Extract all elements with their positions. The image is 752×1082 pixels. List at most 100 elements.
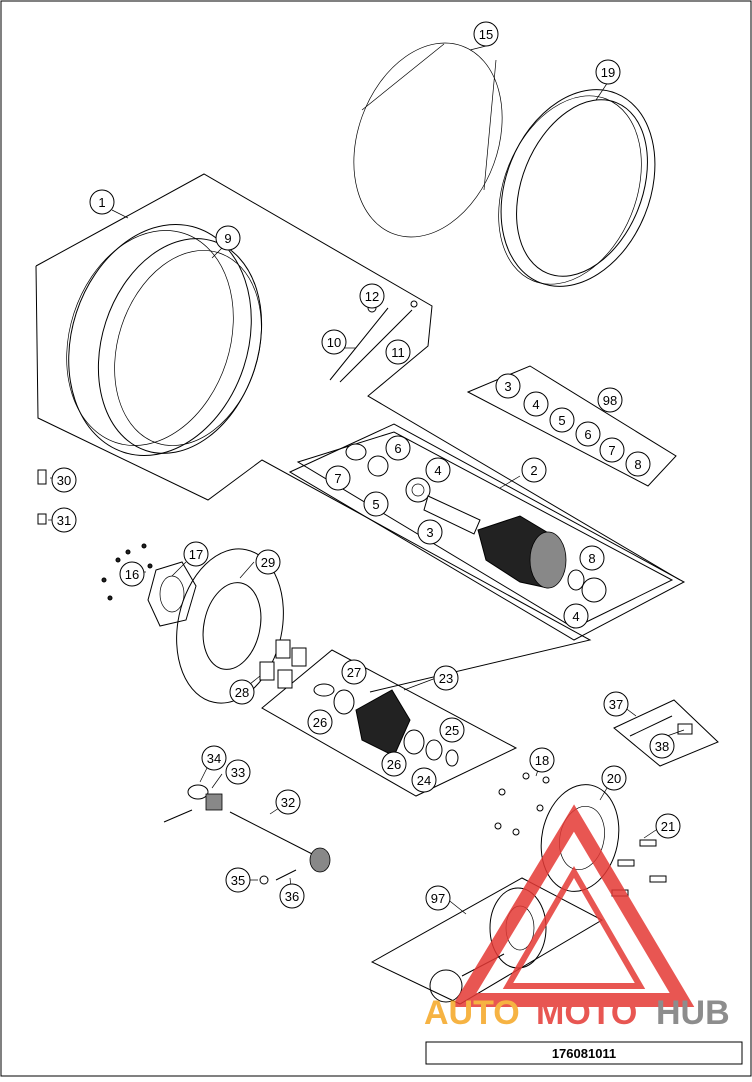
tube-part [353, 42, 503, 238]
callout-19: 19 [595, 59, 621, 85]
callout-18: 18 [529, 747, 555, 773]
svg-text:24: 24 [417, 773, 431, 788]
svg-text:34: 34 [207, 751, 221, 766]
sprocket-carrier-part [313, 683, 459, 767]
svg-text:2: 2 [530, 463, 537, 478]
callout-25: 25 [439, 717, 465, 743]
callout-24: 24 [411, 767, 437, 793]
svg-text:7: 7 [334, 471, 341, 486]
callout-23: 23 [433, 665, 459, 691]
callout-4-kit: 4 [523, 391, 549, 417]
svg-text:8: 8 [588, 551, 595, 566]
svg-text:35: 35 [231, 873, 245, 888]
callout-26-right: 26 [381, 751, 407, 777]
callout-8-kit: 8 [625, 451, 651, 477]
svg-text:21: 21 [661, 819, 675, 834]
svg-text:19: 19 [601, 65, 615, 80]
watermark-logo: AUTO MOTO HUB [424, 804, 730, 1032]
wheel-axle-part [229, 811, 331, 873]
svg-text:38: 38 [655, 739, 669, 754]
svg-text:98: 98 [603, 393, 617, 408]
group-23-outline [261, 649, 518, 797]
svg-text:16: 16 [125, 567, 139, 582]
callout-9: 9 [215, 225, 241, 251]
diagram-number-box [425, 1041, 743, 1065]
callout-6: 6 [385, 435, 411, 461]
svg-text:11: 11 [391, 345, 405, 360]
callout-3-kit: 3 [495, 373, 521, 399]
callout-17: 17 [183, 541, 209, 567]
valve-bolt-part [37, 469, 47, 525]
svg-text:29: 29 [261, 555, 275, 570]
callout-11: 11 [385, 339, 411, 365]
svg-text:37: 37 [609, 697, 623, 712]
svg-text:1: 1 [98, 195, 105, 210]
callout-10: 10 [321, 329, 347, 355]
svg-text:26: 26 [387, 757, 401, 772]
svg-text:26: 26 [313, 715, 327, 730]
callout-27: 27 [341, 659, 367, 685]
callout-12: 12 [359, 283, 385, 309]
svg-text:6: 6 [394, 441, 401, 456]
chain-part [629, 715, 693, 737]
svg-text:23: 23 [439, 671, 453, 686]
watermark-triangle [451, 804, 695, 1007]
callout-15: 15 [473, 21, 499, 47]
group-1-outline [35, 173, 681, 693]
callout-20: 20 [601, 765, 627, 791]
callout-26-left: 26 [307, 709, 333, 735]
svg-text:5: 5 [558, 413, 565, 428]
svg-text:3: 3 [504, 379, 511, 394]
svg-text:31: 31 [57, 513, 71, 528]
watermark-text-hub: HUB [656, 994, 730, 1032]
svg-text:33: 33 [231, 765, 245, 780]
svg-text:18: 18 [535, 753, 549, 768]
svg-text:28: 28 [235, 685, 249, 700]
svg-text:5: 5 [372, 497, 379, 512]
leader-lines [48, 45, 685, 915]
svg-text:7: 7 [608, 443, 615, 458]
callout-33: 33 [225, 759, 251, 785]
callout-36: 36 [279, 883, 305, 909]
svg-text:6: 6 [584, 427, 591, 442]
watermark-text-moto: MOTO [536, 994, 637, 1032]
svg-text:17: 17 [189, 547, 203, 562]
svg-text:30: 30 [57, 473, 71, 488]
callout-7-kit: 7 [599, 437, 625, 463]
svg-text:9: 9 [224, 231, 231, 246]
callout-28: 28 [229, 679, 255, 705]
brake-disc-adapter-part [101, 543, 197, 627]
callout-38: 38 [649, 733, 675, 759]
axle-nut-part [259, 869, 297, 885]
svg-text:4: 4 [434, 463, 441, 478]
svg-text:97: 97 [431, 891, 445, 906]
svg-text:15: 15 [479, 27, 493, 42]
chain-adjuster-part [163, 784, 223, 823]
group-37-outline [613, 699, 719, 767]
cush-drive-dampers-part [259, 639, 307, 689]
group-2-inner-outline [296, 431, 674, 629]
svg-text:20: 20 [607, 771, 621, 786]
callout-8: 8 [579, 545, 605, 571]
callout-2: 2 [521, 457, 547, 483]
svg-text:3: 3 [426, 525, 433, 540]
svg-text:25: 25 [445, 723, 459, 738]
svg-text:4: 4 [532, 397, 539, 412]
callout-1: 1 [89, 189, 115, 215]
svg-text:10: 10 [327, 335, 341, 350]
callout-31: 31 [51, 507, 77, 533]
callout-98: 98 [597, 387, 623, 413]
callout-5-kit: 5 [549, 407, 575, 433]
callout-3: 3 [417, 519, 443, 545]
callout-4-hub-right: 4 [563, 603, 589, 629]
rim-part [66, 224, 263, 456]
callout-6-kit: 6 [575, 421, 601, 447]
callout-21: 21 [655, 813, 681, 839]
callout-34: 34 [201, 745, 227, 771]
callout-5: 5 [363, 491, 389, 517]
sprocket-nuts-part [494, 772, 550, 836]
diagram-number: 176081011 [552, 1046, 616, 1061]
svg-text:8: 8 [634, 457, 641, 472]
